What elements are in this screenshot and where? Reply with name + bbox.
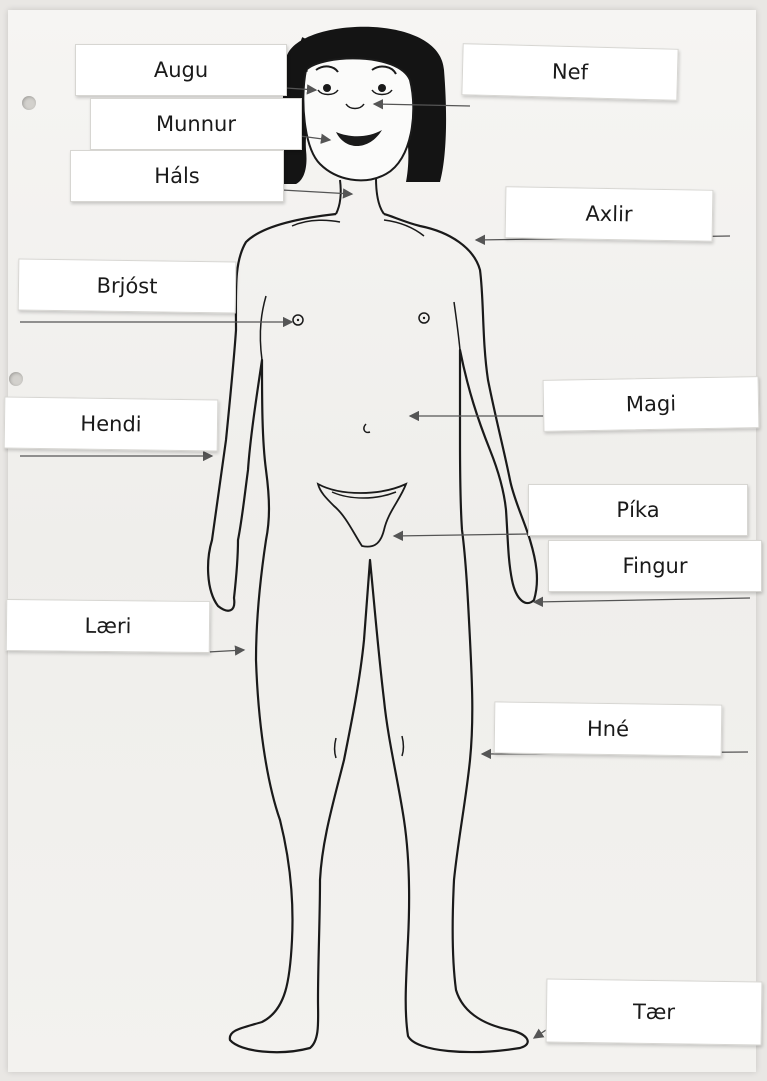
right-eye xyxy=(378,84,386,92)
label-augu[interactable]: Augu xyxy=(75,44,287,96)
label-hne[interactable]: Hné xyxy=(494,701,723,756)
label-hendi[interactable]: Hendi xyxy=(4,397,219,452)
body-outline xyxy=(208,214,537,1052)
label-magi[interactable]: Magi xyxy=(543,376,760,432)
face xyxy=(303,58,413,180)
label-munnur[interactable]: Munnur xyxy=(90,98,302,150)
label-taer[interactable]: Tær xyxy=(546,978,763,1045)
label-laeri[interactable]: Læri xyxy=(6,599,211,653)
label-fingur[interactable]: Fingur xyxy=(548,540,762,592)
label-brjost[interactable]: Brjóst xyxy=(18,258,237,313)
left-eye xyxy=(323,84,331,92)
label-axlir[interactable]: Axlir xyxy=(505,186,714,242)
label-hals[interactable]: Háls xyxy=(70,150,284,202)
label-pika[interactable]: Píka xyxy=(528,484,748,536)
label-nef[interactable]: Nef xyxy=(461,43,678,101)
